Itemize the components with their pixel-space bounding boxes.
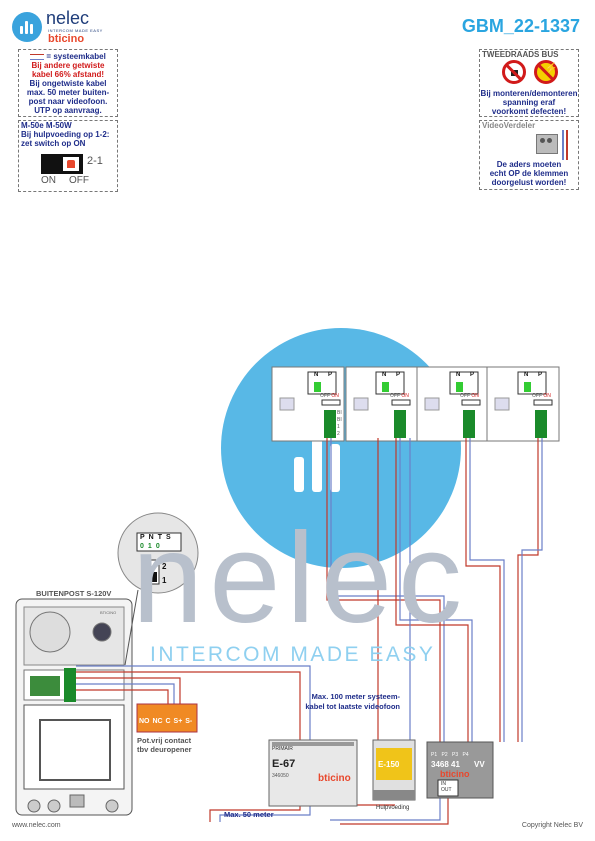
watermark-word: nelec (132, 507, 468, 650)
outdoor-title: BUITENPOST S-120V (36, 589, 112, 598)
distributor-code: 3468 41 (431, 760, 460, 769)
note-line: voorkomt defecten! (491, 107, 567, 116)
relay-terminal-labels: NO NC C S+ S- (139, 718, 193, 725)
footer-copyright: Copyright Nelec BV (521, 822, 583, 829)
note-title: TWEEDRAADS BUS (482, 50, 559, 59)
note-line: M-50e M-50W (21, 121, 72, 130)
on-label: ON (41, 175, 56, 186)
psu-code: 346050 (272, 773, 289, 779)
outdoor-wires (76, 665, 449, 825)
note-line: Bij ongetwiste kabel (29, 79, 107, 88)
monitor-2-p: P (396, 372, 401, 378)
distributor-ports: P1 P2 P3 P4 (431, 752, 469, 758)
monitor-3-n: N (456, 372, 461, 378)
aux-supply-e150 (372, 739, 416, 801)
video-distributor (426, 741, 494, 799)
note-hulpvoeding: M-50e M-50W Bij hulpvoeding op 1-2: zet … (18, 120, 118, 192)
document-code: GBM_22-1337 (461, 16, 580, 36)
monitor-1-n: N (314, 372, 319, 378)
psu-primary-label: PRIMAIR (272, 746, 293, 752)
zoom-terminal-labels: PNTS (140, 534, 175, 541)
note-videoverdeler: VideoVerdeler De aders moeten echt OP de… (479, 120, 579, 190)
distance-caption: Max. 100 meter systeem-kabel tot laatste… (305, 692, 400, 711)
dip-switch (41, 154, 83, 174)
warning-icons: ⚡ (480, 59, 578, 89)
note-line: Bij monteren/demonteren (480, 89, 578, 98)
monitor-4-n: N (524, 372, 529, 378)
monitor-4-switch: OFF ON (532, 393, 551, 399)
monitor-2-switch: OFF ON (390, 393, 409, 399)
aux-model: E-150 (378, 760, 400, 769)
off-label: OFF (69, 175, 89, 186)
aux-caption: Hulpvoeding (376, 805, 410, 811)
note-systeemkabel-title: = systeemkabel (46, 52, 106, 61)
outdoor-brand: BTICINO (100, 610, 117, 615)
footer-website: www.nelec.com (12, 822, 61, 829)
monitor-1-switch: OFF ON (320, 393, 339, 399)
note-line: UTP op aanvraag. (34, 106, 102, 115)
note-line: doorgelust worden! (491, 178, 567, 187)
monitor-1-p: P (328, 372, 333, 378)
zoom-terminal-values: 010 (140, 543, 164, 550)
monitor-2 (345, 366, 419, 442)
monitor-4-p: P (538, 372, 543, 378)
note-line: De aders moeten (496, 160, 562, 169)
note-line: Bij andere getwiste (31, 61, 105, 70)
watermark-bars (294, 432, 374, 492)
distributor-brand: bticino (440, 769, 470, 779)
nelec-logo-icon (12, 12, 42, 42)
note-systeemkabel: = systeemkabel Bij andere getwiste kabel… (18, 49, 118, 117)
brand-name: nelec (46, 8, 90, 28)
terminal-zoom (117, 512, 199, 666)
note-tweedraads: TWEEDRAADS BUS ⚡ Bij monteren/demonteren… (479, 49, 579, 117)
note-title: VideoVerdeler (482, 121, 536, 130)
note-line: kabel 66% afstand! (31, 70, 105, 79)
partner-logo: bticino (48, 33, 85, 45)
monitor-2-n: N (382, 372, 387, 378)
power-supply-e67 (268, 739, 358, 807)
note-line: echt OP de klemmen (489, 169, 569, 178)
note-line: zet switch op ON (21, 139, 86, 148)
note-line: post naar videofoon. (28, 97, 108, 106)
distributor-suffix: VV (474, 760, 485, 769)
system-wires (326, 438, 543, 742)
outdoor-station (15, 598, 133, 816)
monitor-3 (416, 366, 490, 442)
brand-tagline: INTERCOM MADE EASY (48, 28, 103, 33)
note-line: spanning eraf (502, 98, 556, 107)
monitor-4 (486, 366, 560, 442)
switch-label: 2-1 (87, 155, 103, 167)
monitor-3-p: P (470, 372, 475, 378)
watermark-tagline: INTERCOM MADE EASY (150, 643, 436, 666)
note-line: Bij hulpvoeding op 1-2: (21, 130, 110, 139)
no-voltage-icon: ⚡ (534, 60, 558, 84)
note-line: max. 50 meter buiten- (26, 88, 110, 97)
relay-terminal-block (136, 703, 198, 733)
max-outdoor-caption: Max. 50 meter (224, 810, 274, 819)
no-plug-icon (502, 60, 526, 84)
psu-model: E-67 (272, 758, 296, 770)
monitor-1 (271, 366, 345, 442)
terminal-icon (480, 130, 578, 160)
monitor-3-switch: OFF ON (460, 393, 479, 399)
psu-brand: bticino (318, 773, 351, 784)
